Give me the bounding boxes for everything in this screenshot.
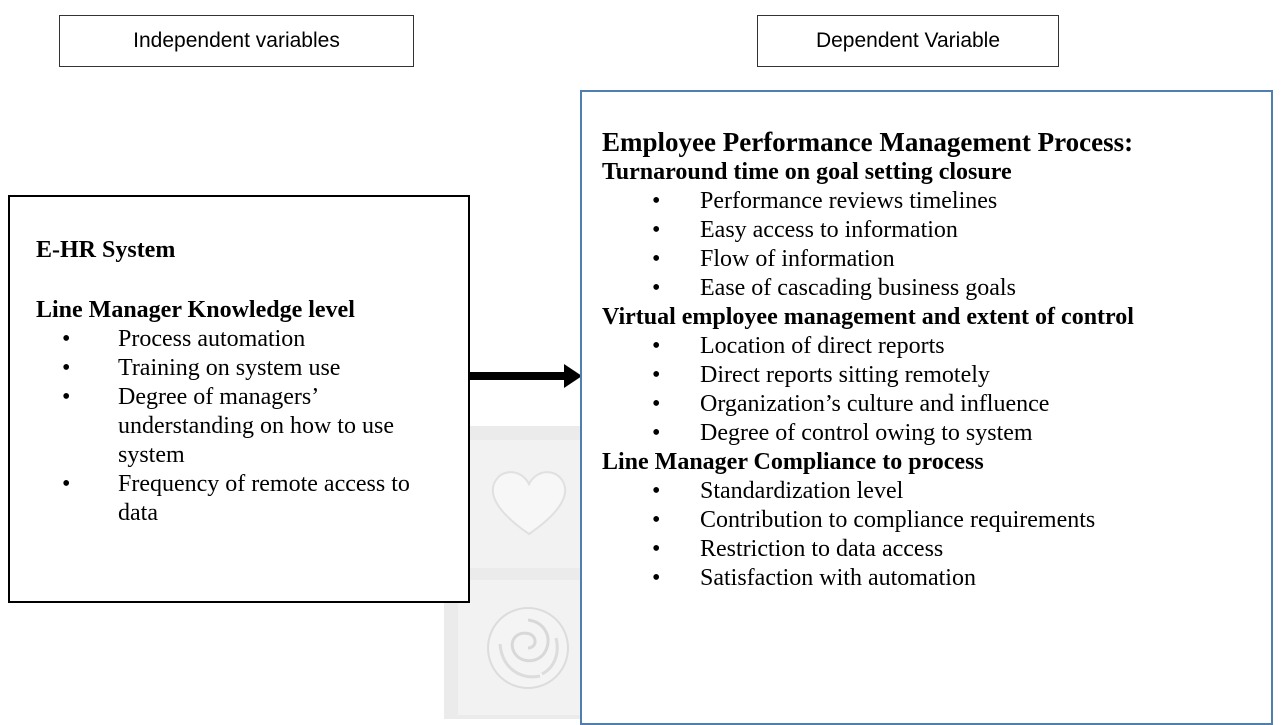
section-heading: Turnaround time on goal setting closure bbox=[602, 159, 1012, 185]
rose-icon bbox=[487, 607, 569, 689]
list-item: Degree of managers’ understanding on how… bbox=[36, 383, 418, 470]
performance-management-title: Employee Performance Management Process: bbox=[602, 127, 1134, 157]
section-heading: Line Manager Compliance to process bbox=[602, 449, 984, 475]
list-item: Performance reviews timelines bbox=[602, 187, 1271, 216]
section-list: Performance reviews timelines Easy acces… bbox=[602, 187, 1271, 303]
list-item: Contribution to compliance requirements bbox=[602, 506, 1271, 535]
ehr-system-title: E-HR System bbox=[36, 237, 176, 263]
background-artifact-panel bbox=[444, 426, 594, 719]
list-item: Frequency of remote access to data bbox=[36, 470, 418, 528]
list-item: Location of direct reports bbox=[602, 332, 1271, 361]
list-item: Degree of control owing to system bbox=[602, 419, 1271, 448]
independent-variables-label-text: Independent variables bbox=[133, 29, 340, 52]
list-item: Training on system use bbox=[36, 354, 418, 383]
list-item: Satisfaction with automation bbox=[602, 564, 1271, 593]
list-item: Process automation bbox=[36, 325, 418, 354]
right-arrow-icon bbox=[470, 364, 582, 388]
section-heading: Virtual employee management and extent o… bbox=[602, 304, 1134, 330]
independent-variables-label: Independent variables bbox=[59, 15, 414, 67]
section-list: Location of direct reports Direct report… bbox=[602, 332, 1271, 448]
section-list: Standardization level Contribution to co… bbox=[602, 477, 1271, 593]
dependent-variable-label: Dependent Variable bbox=[757, 15, 1059, 67]
dependent-variable-label-text: Dependent Variable bbox=[815, 29, 1001, 52]
list-item: Standardization level bbox=[602, 477, 1271, 506]
list-item: Easy access to information bbox=[602, 216, 1271, 245]
list-item: Restriction to data access bbox=[602, 535, 1271, 564]
independent-variables-box: E-HR System Line Manager Knowledge level… bbox=[8, 195, 470, 603]
dependent-variable-box: Employee Performance Management Process:… bbox=[580, 90, 1273, 725]
line-manager-knowledge-heading: Line Manager Knowledge level bbox=[36, 297, 355, 323]
heart-icon bbox=[491, 471, 567, 536]
list-item: Organization’s culture and influence bbox=[602, 390, 1271, 419]
list-item: Ease of cascading business goals bbox=[602, 274, 1271, 303]
independent-variables-list: Process automation Training on system us… bbox=[36, 325, 468, 528]
list-item: Flow of information bbox=[602, 245, 1271, 274]
list-item: Direct reports sitting remotely bbox=[602, 361, 1271, 390]
